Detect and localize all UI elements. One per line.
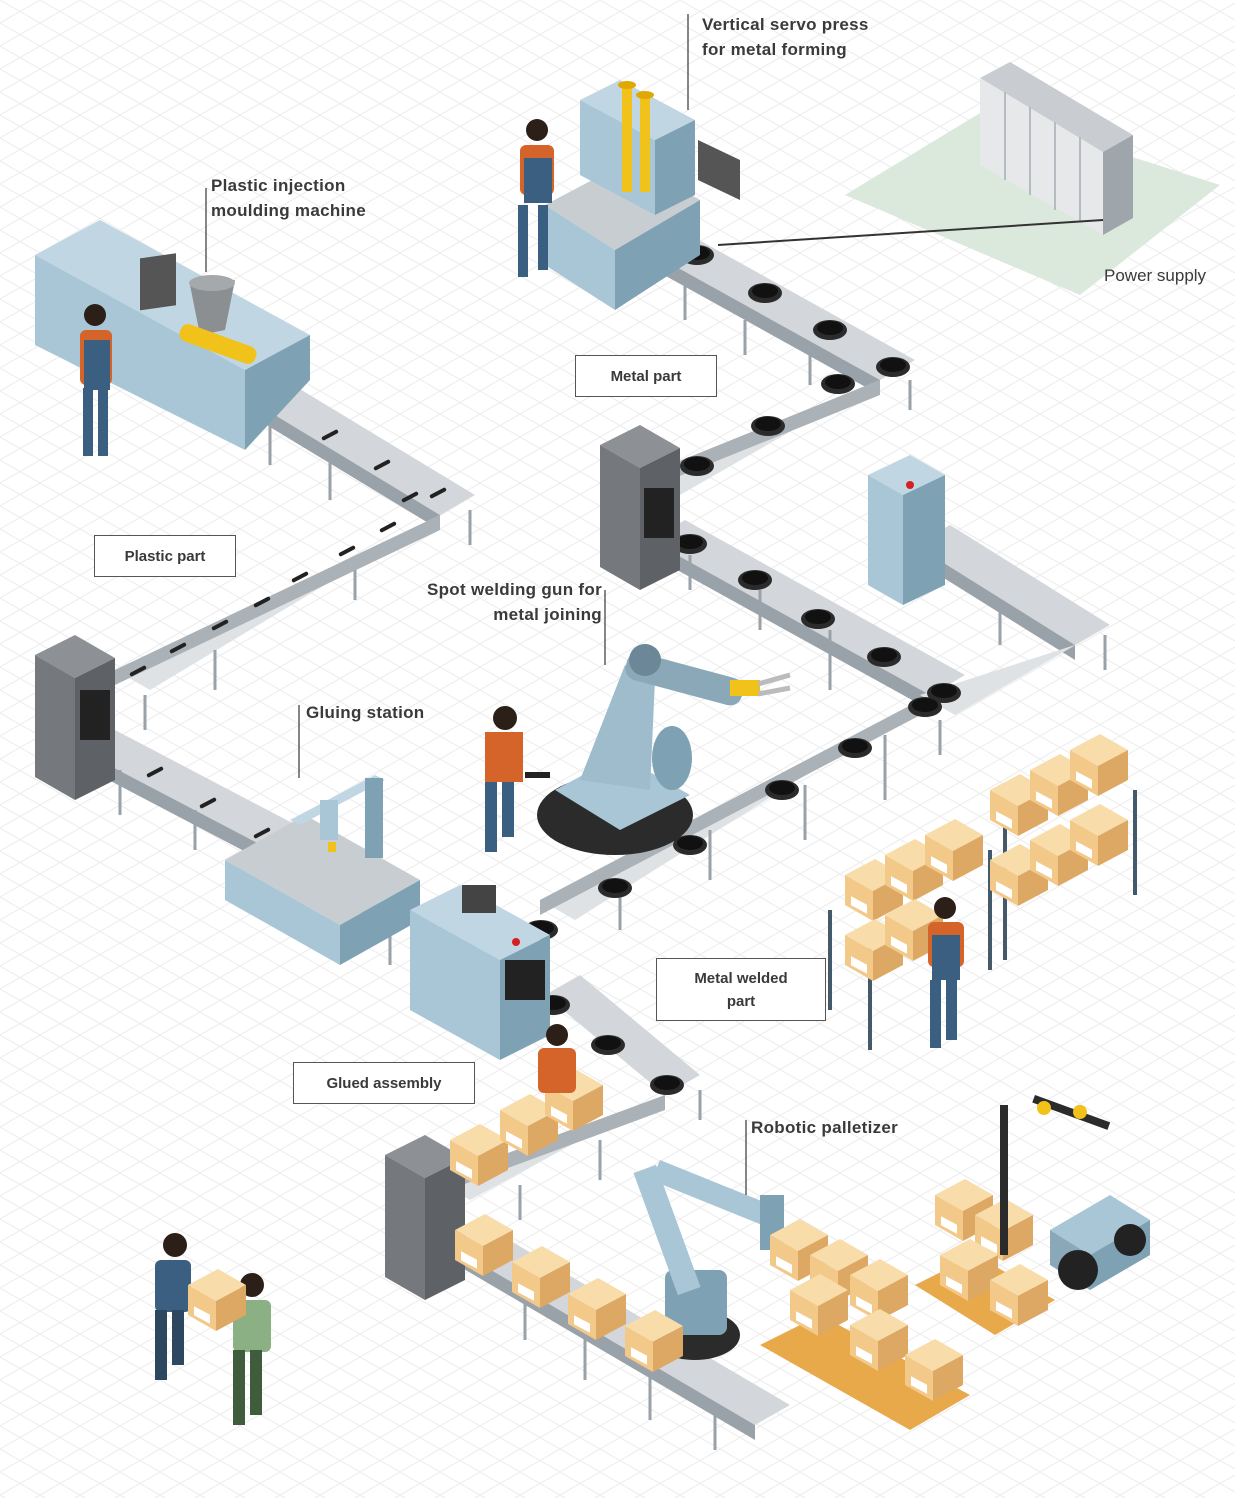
label-injection: Plastic injection moulding machine	[211, 173, 366, 223]
label-metal-welded-line1: Metal welded	[694, 969, 788, 987]
label-glued-assembly: Glued assembly	[293, 1062, 475, 1104]
leader-lines	[205, 14, 747, 1195]
label-power-supply: Power supply	[1104, 266, 1207, 285]
label-metal-welded-part: Metal welded part	[656, 958, 826, 1021]
inspection-station-4	[385, 1135, 465, 1300]
worker-shelves	[928, 897, 964, 1048]
spot-welding-robot	[537, 644, 791, 855]
inspection-station-1	[600, 425, 680, 590]
label-injection-line1: Plastic injection	[211, 176, 346, 195]
label-spot-welding: Spot welding gun for metal joining	[380, 577, 602, 627]
label-plastic-part: Plastic part	[94, 535, 236, 577]
label-servo-press: Vertical servo press for metal forming	[702, 12, 869, 62]
injection-moulding-machine	[35, 220, 310, 450]
worker-welding-operator	[485, 706, 550, 852]
servo-press-machine	[545, 80, 740, 310]
forklift	[1000, 1095, 1150, 1290]
workers-handover	[155, 1233, 271, 1425]
storage-shelves	[828, 734, 1137, 1050]
label-spot-welding-line2: metal joining	[493, 605, 602, 624]
power-supply-cabinet	[717, 62, 1220, 295]
label-metal-welded-line2: part	[726, 992, 756, 1010]
pallet-stacks	[760, 1179, 1055, 1430]
label-servo-press-line1: Vertical servo press	[702, 15, 869, 34]
gluing-station-machine	[225, 775, 420, 965]
label-gluing-station: Gluing station	[306, 703, 425, 722]
inspection-station-2	[35, 635, 115, 800]
worker-press	[518, 119, 554, 277]
label-spot-welding-line1: Spot welding gun for	[426, 580, 602, 599]
label-servo-press-line2: for metal forming	[702, 40, 847, 59]
welding-inspection-machine	[410, 885, 550, 1060]
conveyor-metal	[524, 235, 1110, 940]
worker-injection	[80, 304, 112, 456]
label-injection-line2: moulding machine	[211, 201, 366, 220]
label-metal-part: Metal part	[575, 355, 717, 397]
worker-packing	[538, 1024, 576, 1093]
label-robotic-palletizer: Robotic palletizer	[751, 1118, 899, 1137]
conveyor-plastic	[80, 380, 475, 965]
inspection-station-3	[868, 455, 945, 605]
